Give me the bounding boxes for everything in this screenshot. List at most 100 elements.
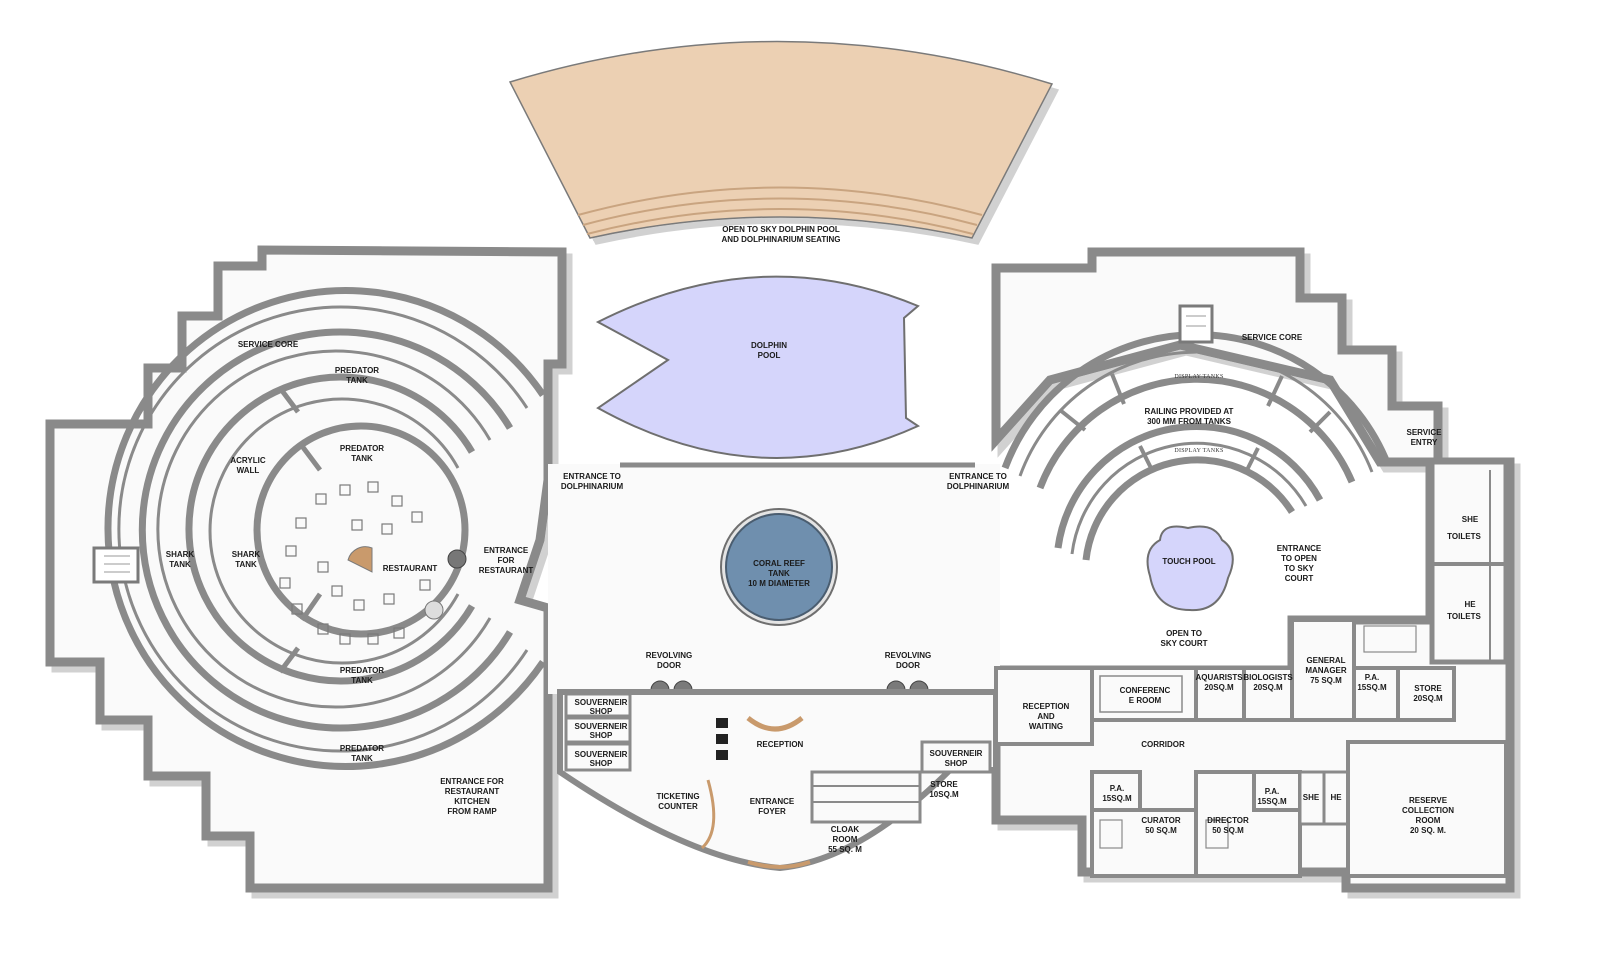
general-manager-1: GENERAL xyxy=(1306,656,1345,665)
right-display-tanks xyxy=(1001,331,1392,561)
corridor-label: CORRIDOR xyxy=(1141,740,1185,749)
entrance-dolphinarium-right-1: ENTRANCE TO xyxy=(949,472,1007,481)
restaurant-door-2 xyxy=(424,600,444,620)
predator-tank-inner-bottom-1: PREDATOR xyxy=(340,666,384,675)
dolphin-pool xyxy=(595,275,921,459)
biologists-1: BIOLOGISTS xyxy=(1243,673,1293,682)
ticketing-counter-1: TICKETING xyxy=(656,792,699,801)
predator-tank-inner-bottom-2: TANK xyxy=(351,676,373,685)
pa-gm-2: 15SQ.M xyxy=(1357,683,1387,692)
predator-tank-top-1: PREDATOR xyxy=(335,366,379,375)
reserve-collection-1: RESERVE xyxy=(1409,796,1448,805)
cloak-room-2: ROOM xyxy=(833,835,858,844)
director-2: 50 SQ.M xyxy=(1212,826,1244,835)
reserve-collection-4: 20 SQ. M. xyxy=(1410,826,1446,835)
dolphinarium-seating xyxy=(508,40,1054,239)
reserve-collection-2: COLLECTION xyxy=(1402,806,1454,815)
dolphin-seating-label-2: AND DOLPHINARIUM SEATING xyxy=(722,235,841,244)
entrance-restaurant-1: ENTRANCE xyxy=(484,546,529,555)
pa-director-2: 15SQ.M xyxy=(1257,797,1287,806)
restaurant-label: RESTAURANT xyxy=(383,564,438,573)
touch-pool xyxy=(1146,525,1234,612)
souvenir-shop-3-b: SHOP xyxy=(590,759,613,768)
entrance-open-court-4: COURT xyxy=(1285,574,1314,583)
revolving-door-left-1: REVOLVING xyxy=(646,651,693,660)
coral-tank-2: TANK xyxy=(768,569,790,578)
souvenir-shop-4-b: SHOP xyxy=(945,759,968,768)
entrance-kitchen-2: RESTAURANT xyxy=(445,787,500,796)
pa-curator-1: P.A. xyxy=(1110,784,1125,793)
general-manager-3: 75 SQ.M xyxy=(1310,676,1342,685)
entrance-block xyxy=(557,689,999,872)
aquarists-2: 20SQ.M xyxy=(1204,683,1234,692)
entrance-open-court-3: TO SKY xyxy=(1284,564,1314,573)
railing-1: RAILING PROVIDED AT xyxy=(1145,407,1234,416)
entrance-kitchen-4: FROM RAMP xyxy=(447,807,497,816)
store-small-2: 10SQ.M xyxy=(929,790,959,799)
open-sky-court-2: SKY COURT xyxy=(1161,639,1208,648)
revolving-door-right-2: DOOR xyxy=(896,661,920,670)
entrance-open-court-2: TO OPEN xyxy=(1281,554,1317,563)
coral-reef-tank xyxy=(720,508,838,626)
pa-curator-2: 15SQ.M xyxy=(1102,794,1132,803)
service-entry-2: ENTRY xyxy=(1411,438,1438,447)
conference-room-1: CONFERENC xyxy=(1120,686,1171,695)
entrance-foyer-2: FOYER xyxy=(758,807,786,816)
right-stair xyxy=(1178,304,1214,344)
souvenir-shop-3-a: SOUVERNEIR xyxy=(575,750,628,759)
souvenir-shop-1-a: SOUVERNEIR xyxy=(575,698,628,707)
souvenir-shop-4-a: SOUVERNEIR xyxy=(930,749,983,758)
display-tanks-outer-label: DISPLAY TANKS xyxy=(1174,374,1223,380)
predator-tank-bottom-1: PREDATOR xyxy=(340,744,384,753)
spiral-stair xyxy=(347,546,373,573)
entrance-kitchen-3: KITCHEN xyxy=(454,797,490,806)
conference-room-2: E ROOM xyxy=(1129,696,1162,705)
office-wing xyxy=(994,618,1508,878)
entrance-restaurant-3: RESTAURANT xyxy=(479,566,534,575)
general-manager-2: MANAGER xyxy=(1305,666,1347,675)
shark-tank-outer-1: SHARK xyxy=(166,550,195,559)
touch-pool-label: TOUCH POOL xyxy=(1162,557,1215,566)
entrance-kitchen-1: ENTRANCE FOR xyxy=(440,777,504,786)
she-toilets-1: SHE xyxy=(1462,515,1479,524)
pa-director-1: P.A. xyxy=(1265,787,1280,796)
shark-tank-inner-1: SHARK xyxy=(232,550,261,559)
director-1: DIRECTOR xyxy=(1207,816,1249,825)
she-small-label: SHE xyxy=(1303,793,1320,802)
coral-tank-3: 10 M DIAMETER xyxy=(748,579,810,588)
souvenir-shop-2-b: SHOP xyxy=(590,731,613,740)
restaurant-tables xyxy=(279,481,431,645)
store-right-1: STORE xyxy=(1414,684,1442,693)
acrylic-wall-2: WALL xyxy=(237,466,260,475)
reception-waiting-1: RECEPTION xyxy=(1023,702,1070,711)
store-right-2: 20SQ.M xyxy=(1413,694,1443,703)
curator-2: 50 SQ.M xyxy=(1145,826,1177,835)
entrance-restaurant-2: FOR xyxy=(498,556,515,565)
display-tanks-inner-label: DISPLAY TANKS xyxy=(1174,448,1223,454)
entrance-foyer-1: ENTRANCE xyxy=(750,797,795,806)
predator-tank-inner-top-1: PREDATOR xyxy=(340,444,384,453)
coral-tank-1: CORAL REEF xyxy=(753,559,805,568)
service-entry-1: SERVICE xyxy=(1407,428,1443,437)
restaurant-door xyxy=(447,549,467,569)
he-toilets-2: TOILETS xyxy=(1447,612,1481,621)
dolphin-seating-label-1: OPEN TO SKY DOLPHIN POOL xyxy=(722,225,840,234)
reserve-collection-3: ROOM xyxy=(1416,816,1441,825)
pa-gm-1: P.A. xyxy=(1365,673,1380,682)
reception-label: RECEPTION xyxy=(757,740,804,749)
he-toilets-1: HE xyxy=(1464,600,1476,609)
souvenir-shop-1-b: SHOP xyxy=(590,707,613,716)
toilets-block xyxy=(1429,459,1509,665)
dolphin-pool-label-1: DOLPHIN xyxy=(751,341,787,350)
entrance-dolphinarium-left-2: DOLPHINARIUM xyxy=(561,482,624,491)
curator-1: CURATOR xyxy=(1141,816,1180,825)
predator-tank-bottom-2: TANK xyxy=(351,754,373,763)
dolphin-pool-label-2: POOL xyxy=(758,351,781,360)
biologists-2: 20SQ.M xyxy=(1253,683,1283,692)
left-tank-rings xyxy=(104,287,546,770)
open-sky-court-1: OPEN TO xyxy=(1166,629,1202,638)
entrance-dolphinarium-left-1: ENTRANCE TO xyxy=(563,472,621,481)
predator-tank-top-2: TANK xyxy=(346,376,368,385)
he-small-label: HE xyxy=(1330,793,1342,802)
reception-waiting-3: WAITING xyxy=(1029,722,1063,731)
